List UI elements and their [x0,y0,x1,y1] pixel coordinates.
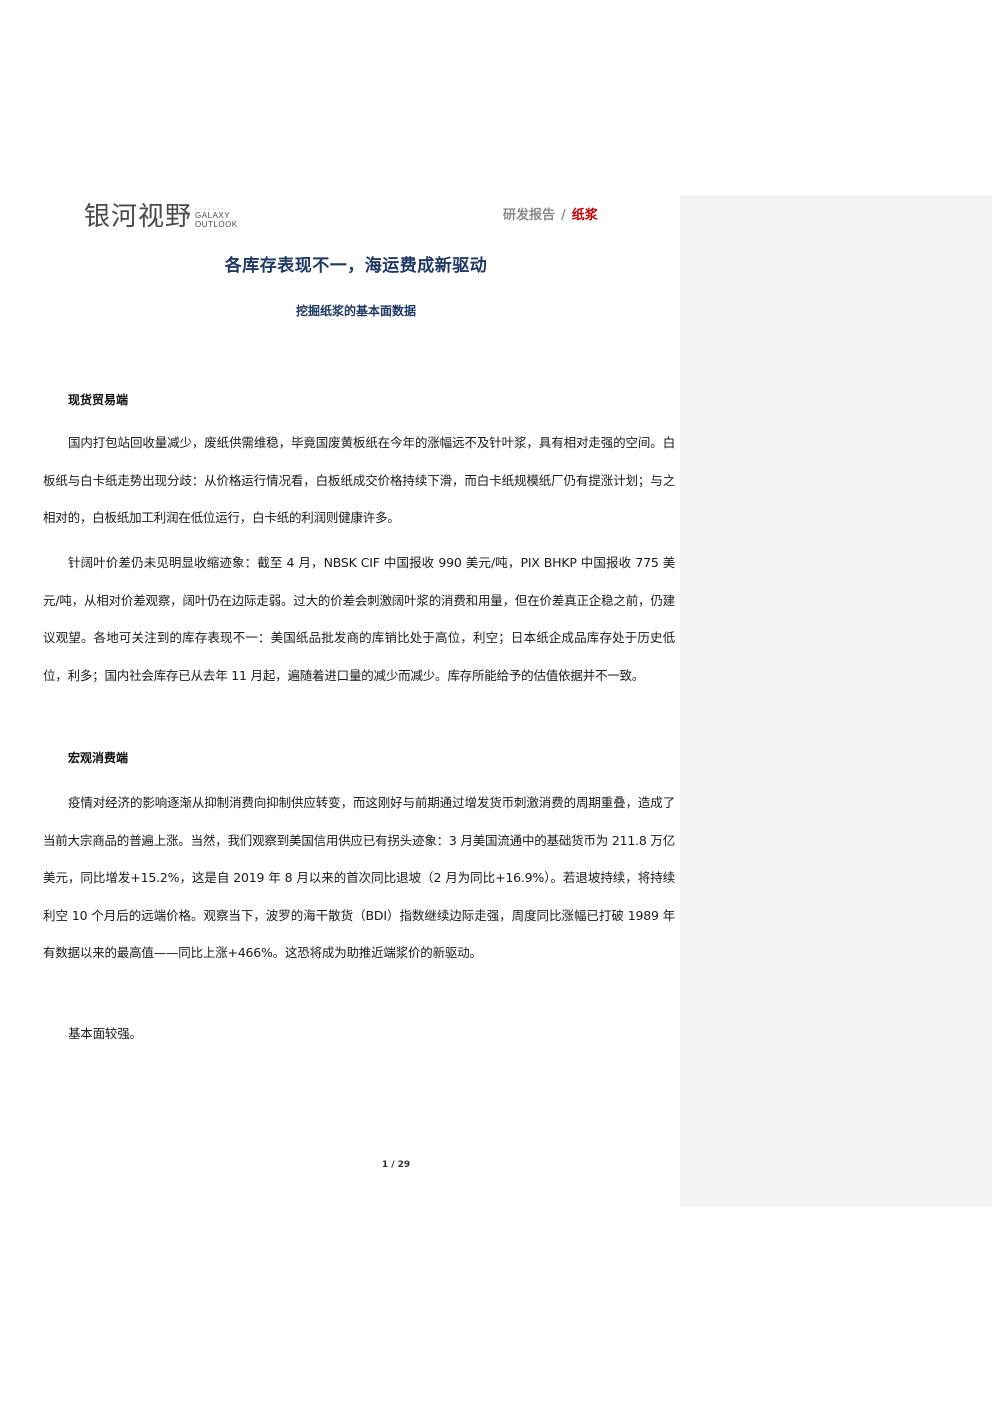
logo-dots-decoration: • • • • • • • [195,206,225,211]
page-number: 1 / 29 [381,1160,411,1170]
galaxy-outlook-logo: 银河视野 • • • • • • • GALAXY OUTLOOK [84,196,238,232]
paragraph-macro-2: 基本面较强。 [68,1026,142,1041]
report-sector-label: 纸浆 [571,208,598,223]
document-subtitle: 挖掘纸浆的基本面数据 [295,304,416,318]
section-heading-spot-trade: 现货贸易端 [68,393,129,407]
paragraph-spot-trade-2: 针阔叶价差仍未见明显收缩迹象：截至 4 月，NBSK CIF 中国报收 990 … [43,555,675,683]
logo-chinese-text: 银河视野 [84,202,193,232]
category-separator: / [561,208,566,223]
paragraph-spot-trade-1: 国内打包站回收量减少，废纸供需维稳，毕竟国废黄板纸在今年的涨幅远不及针叶浆，具有… [43,435,675,525]
report-category-tag: 研发报告 / 纸浆 [503,207,598,225]
logo-english-text: • • • • • • • GALAXY OUTLOOK [195,206,238,229]
document-title: 各库存表现不一，海运费成新驱动 [224,256,488,276]
section-heading-macro-consumption: 宏观消费端 [68,751,129,765]
logo-en-line1: GALAXY [195,211,231,220]
report-type-label: 研发报告 [503,208,556,223]
paragraph-macro-1: 疫情对经济的影响逐渐从抑制消费向抑制供应转变，而这刚好与前期通过增发货币刺激消费… [43,795,675,960]
logo-en-line2: OUTLOOK [195,220,238,229]
comment-sidebar [680,195,992,1207]
